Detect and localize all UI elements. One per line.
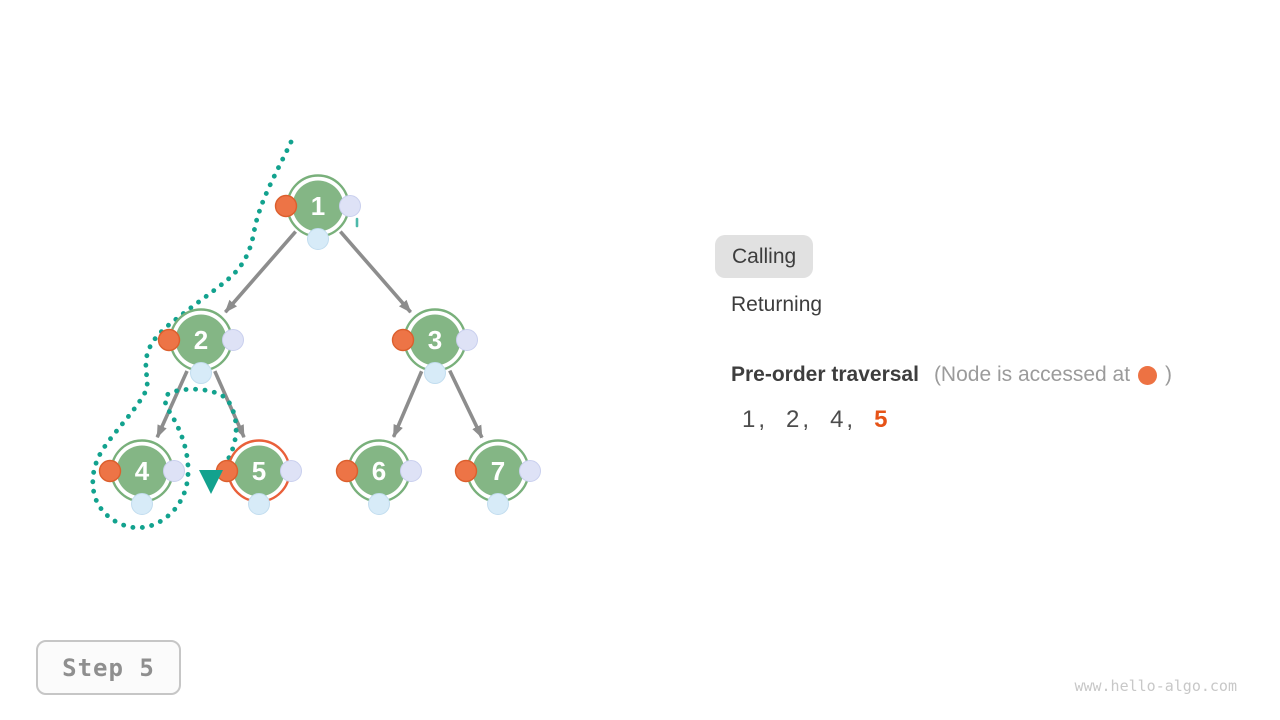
- access-dot-node-2: [157, 328, 181, 352]
- right-dot-node-2: [222, 329, 244, 351]
- traversal-sequence: 1,2,4,5: [715, 406, 1255, 434]
- right-dot-node-6: [400, 460, 422, 482]
- sequence-current-number: 5: [874, 406, 888, 434]
- access-dot-node-7: [454, 459, 478, 483]
- legend-returning-label: Returning: [731, 293, 823, 317]
- bottom-dot-node-1: [307, 228, 329, 250]
- access-dot-icon: [1138, 365, 1158, 385]
- access-dot-node-1: [274, 194, 298, 218]
- tree-node-label-1: 1: [311, 191, 325, 221]
- edge-3-6: [391, 370, 424, 438]
- right-dot-node-3: [456, 329, 478, 351]
- tree-node-6: [353, 445, 405, 497]
- sequence-number: 2: [786, 406, 800, 434]
- bottom-dot-node-7: [487, 493, 509, 515]
- legend-calling-chip: Calling: [715, 235, 814, 279]
- access-dot-node-3: [391, 328, 415, 352]
- traversal-note-suffix: ): [1165, 363, 1173, 387]
- step-indicator: Step 5: [36, 640, 181, 695]
- bottom-dot-node-5: [248, 493, 270, 515]
- tree-node-label-3: 3: [428, 325, 442, 355]
- side-panel: Calling Returning Pre-order traversal (N…: [715, 235, 1255, 434]
- edge-1-3: [339, 230, 413, 314]
- sequence-comma: ,: [802, 406, 810, 434]
- right-dot-node-7: [519, 460, 541, 482]
- step-label: Step 5: [62, 653, 155, 682]
- edge-1-2: [223, 230, 297, 314]
- right-dot-node-4: [163, 460, 185, 482]
- cursor-triangle-icon: [199, 470, 223, 494]
- tree-node-3: [409, 314, 461, 366]
- right-dot-node-5: [280, 460, 302, 482]
- tree-node-label-4: 4: [135, 456, 150, 486]
- bottom-dot-node-4: [131, 493, 153, 515]
- bottom-dot-node-2: [190, 362, 212, 384]
- edge-2-4: [155, 370, 189, 439]
- tree-node-label-7: 7: [491, 456, 505, 486]
- tree-node-4: [116, 445, 168, 497]
- watermark: www.hello-algo.com: [1074, 677, 1237, 695]
- sequence-comma: ,: [846, 406, 854, 434]
- tree-node-label-2: 2: [194, 325, 208, 355]
- bottom-dot-node-3: [424, 362, 446, 384]
- edge-3-7: [448, 369, 484, 439]
- sequence-comma: ,: [758, 406, 766, 434]
- sequence-number: 4: [830, 406, 844, 434]
- tree-node-7: [472, 445, 524, 497]
- traversal-title: Pre-order traversal: [731, 363, 919, 387]
- bottom-dot-node-6: [368, 493, 390, 515]
- access-dot-node-6: [335, 459, 359, 483]
- recursion-trace-path: [90, 139, 294, 531]
- tree-node-1: [292, 180, 344, 232]
- access-dot-node-4: [98, 459, 122, 483]
- sequence-number: 1: [742, 406, 756, 434]
- traversal-note-prefix: (Node is accessed at: [933, 363, 1131, 387]
- tree-node-5: [233, 445, 285, 497]
- binary-tree-canvas: 1 2 3 4 5 6 7: [90, 139, 541, 531]
- legend-calling-label: Calling: [732, 245, 797, 268]
- traversal-header: Pre-order traversal (Node is accessed at…: [715, 363, 1255, 387]
- tree-node-label-6: 6: [372, 456, 386, 486]
- tree-node-2: [175, 314, 227, 366]
- right-dot-node-1: [339, 195, 361, 217]
- tree-node-label-5: 5: [252, 456, 266, 486]
